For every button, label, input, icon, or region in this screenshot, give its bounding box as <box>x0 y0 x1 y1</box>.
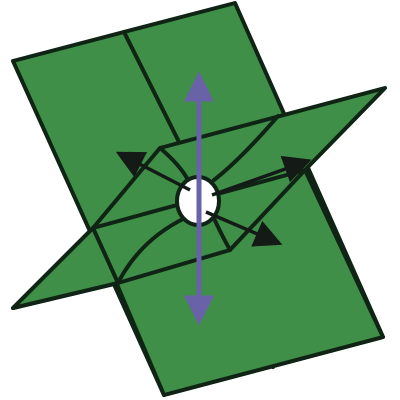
diagonal-arrow-lower-right <box>205 210 283 247</box>
vertical-plane-front-edge-right <box>163 169 385 397</box>
diagonal-arrow-upper-left <box>115 151 191 192</box>
vertical-plane-center-line <box>122 30 180 142</box>
neck-curve-upper-left <box>158 146 190 182</box>
neck-curve-upper-right <box>212 114 280 182</box>
neck-curve-lower-left <box>116 216 187 285</box>
diagonal-arrow-right <box>211 155 312 197</box>
vertical-plane-front <box>93 170 383 395</box>
horizontal-plane-front-left <box>11 226 120 310</box>
